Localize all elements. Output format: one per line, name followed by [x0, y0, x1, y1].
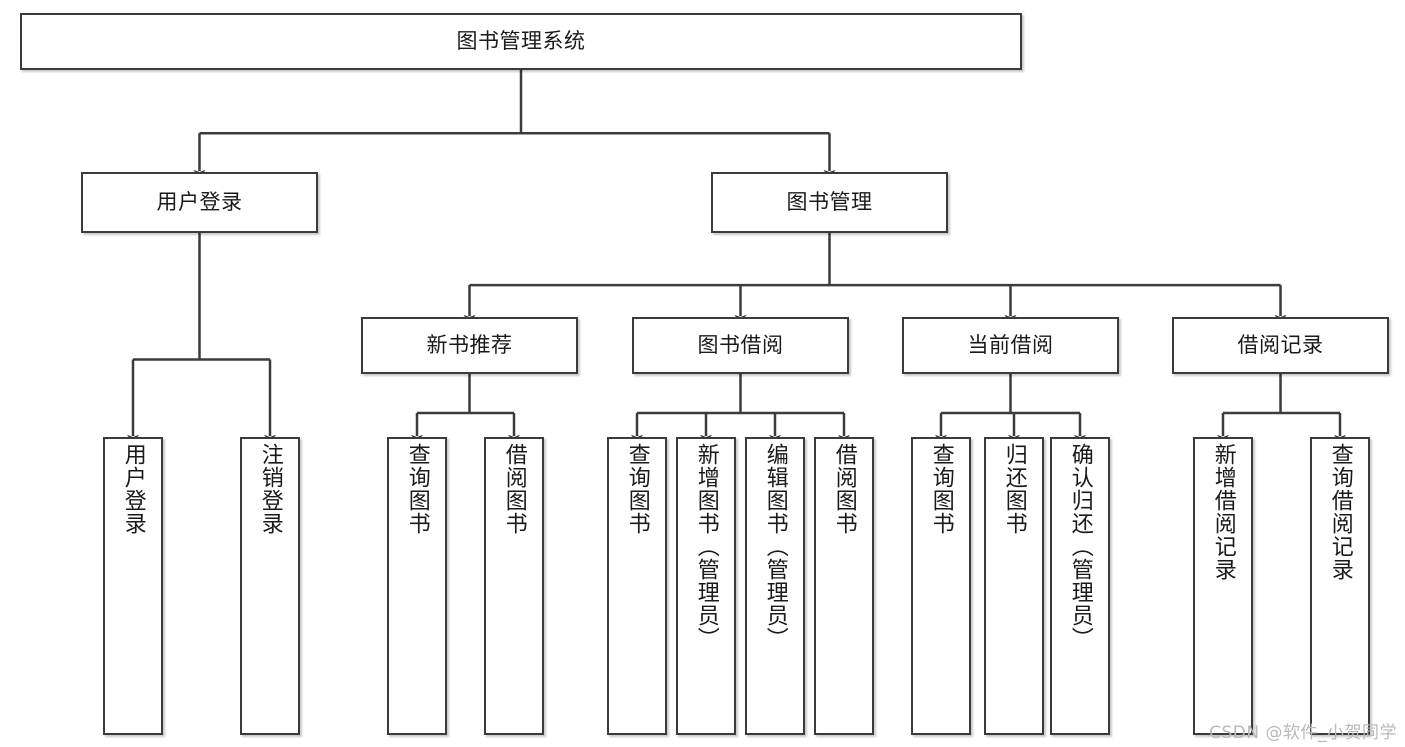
node-leaf-rec-query-record[interactable]: 查询借阅记录 — [1310, 437, 1370, 735]
watermark-text: CSDN @软件_小贺同学 — [1209, 723, 1397, 743]
node-label: 借阅图书 — [831, 443, 857, 535]
node-book-manage[interactable]: 图书管理 — [711, 172, 948, 233]
node-label: 用户登录 — [120, 443, 146, 535]
node-label: 图书借阅 — [697, 332, 784, 357]
node-root[interactable]: 图书管理系统 — [20, 13, 1022, 70]
node-leaf-borrow-query-book[interactable]: 查询图书 — [607, 437, 667, 735]
node-user-login[interactable]: 用户登录 — [81, 172, 318, 233]
node-leaf-borrow-edit-book[interactable]: 编辑图书（管理员） — [745, 437, 805, 735]
node-label: 借阅图书 — [501, 443, 527, 535]
node-label: 图书管理 — [786, 189, 873, 214]
node-label: 新增借阅记录 — [1210, 443, 1236, 581]
node-leaf-user-logout[interactable]: 注销登录 — [240, 437, 300, 735]
node-label: 借阅记录 — [1237, 332, 1324, 357]
node-current-borrow[interactable]: 当前借阅 — [902, 317, 1119, 374]
node-leaf-rec-borrow-book[interactable]: 借阅图书 — [484, 437, 544, 735]
node-label: 注销登录 — [257, 443, 283, 535]
node-label: 确认归还（管理员） — [1067, 443, 1093, 650]
node-label: 新增图书（管理员） — [693, 443, 719, 650]
node-leaf-cur-confirm-return[interactable]: 确认归还（管理员） — [1050, 437, 1110, 735]
node-label: 归还图书 — [1001, 443, 1027, 535]
node-label: 编辑图书（管理员） — [762, 443, 788, 650]
node-label: 新书推荐 — [426, 332, 513, 357]
node-leaf-cur-return-book[interactable]: 归还图书 — [984, 437, 1044, 735]
node-label: 查询图书 — [928, 443, 954, 535]
node-leaf-rec-query-book[interactable]: 查询图书 — [387, 437, 447, 735]
node-label: 查询图书 — [404, 443, 430, 535]
node-leaf-cur-query-book[interactable]: 查询图书 — [911, 437, 971, 735]
node-label: 用户登录 — [156, 189, 243, 214]
node-label: 查询借阅记录 — [1327, 443, 1353, 581]
node-new-book-rec[interactable]: 新书推荐 — [361, 317, 578, 374]
node-leaf-borrow-add-book[interactable]: 新增图书（管理员） — [676, 437, 736, 735]
node-label: 当前借阅 — [967, 332, 1054, 357]
node-leaf-rec-add-record[interactable]: 新增借阅记录 — [1193, 437, 1253, 735]
connector-lines — [127, 70, 1346, 444]
node-book-borrow[interactable]: 图书借阅 — [632, 317, 849, 374]
node-label: 查询图书 — [624, 443, 650, 535]
node-label: 图书管理系统 — [456, 28, 586, 53]
node-leaf-user-login[interactable]: 用户登录 — [103, 437, 163, 735]
node-leaf-borrow-borrow-book[interactable]: 借阅图书 — [814, 437, 874, 735]
node-borrow-record[interactable]: 借阅记录 — [1172, 317, 1389, 374]
